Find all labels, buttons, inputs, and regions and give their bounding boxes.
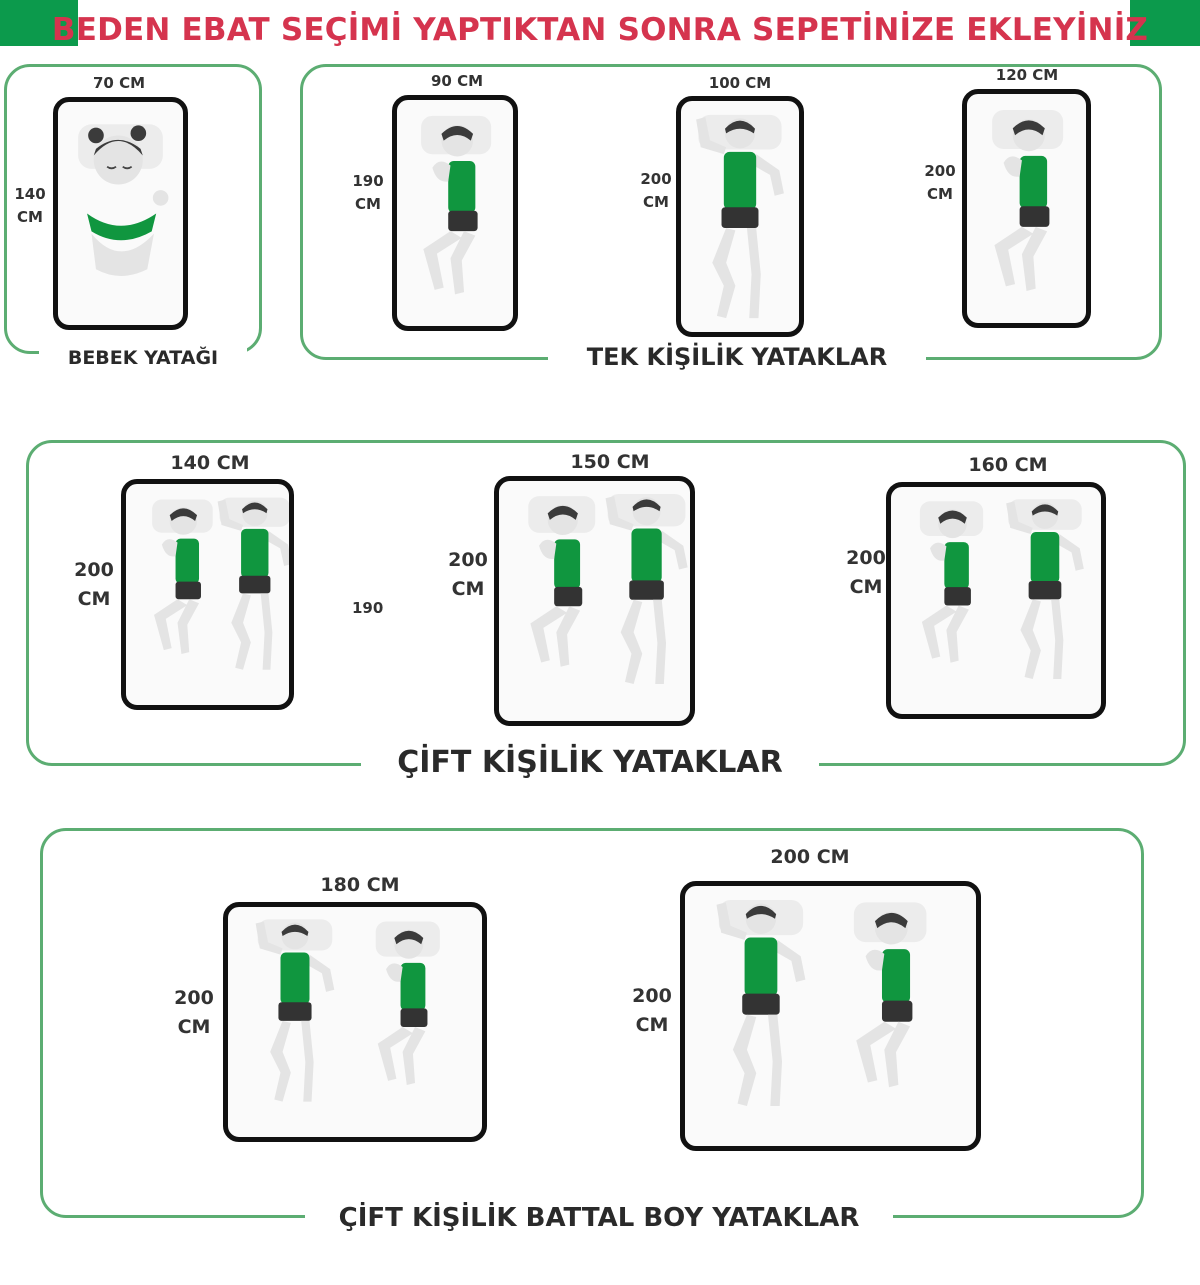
bed-height-value: 200 <box>640 170 672 188</box>
bed-height-label: 190 CM <box>348 170 388 217</box>
bed-frame <box>886 482 1106 719</box>
bed-height-value: 140 <box>14 185 46 203</box>
sleeper-illustration <box>421 115 492 295</box>
sleeper-illustration <box>696 114 784 319</box>
bed-height-unit: CM <box>177 1016 211 1039</box>
page-headline: BEDEN EBAT SEÇİMİ YAPTIKTAN SONRA SEPETİ… <box>51 12 1149 48</box>
bed-height-unit: CM <box>17 208 43 227</box>
bed-height-value: 190 <box>352 172 384 190</box>
bed-height-label: 200 CM <box>70 556 118 615</box>
bed-frame <box>53 97 188 330</box>
bed-frame <box>676 96 804 337</box>
bed-frame <box>962 89 1091 328</box>
stray-size-label: 190 <box>352 599 384 617</box>
left-accent-bar <box>0 0 78 46</box>
bed-height-label: 200 CM <box>920 160 960 207</box>
bed-height-value: 200 <box>174 987 214 1009</box>
group-single-beds: TEK KİŞİLİK YATAKLAR <box>300 64 1162 371</box>
bed-height-label: 200 CM <box>842 544 890 603</box>
bed-width-label: 150 CM <box>570 451 650 473</box>
bed-width-label: 90 CM <box>430 72 484 90</box>
group-double-beds: ÇİFT KİŞİLİK YATAKLAR <box>26 440 1186 780</box>
bed-frame <box>223 902 487 1142</box>
bed-frame <box>392 95 518 331</box>
bed-height-unit: CM <box>849 576 883 599</box>
group-title-double-beds: ÇİFT KİŞİLİK YATAKLAR <box>361 745 819 780</box>
sleeper-illustration <box>919 499 1084 680</box>
bed-width-label: 100 CM <box>708 74 772 92</box>
right-accent-bar <box>1130 0 1200 46</box>
bed-height-label: 200 CM <box>444 546 492 605</box>
bed-width-label: 160 CM <box>968 454 1048 476</box>
sleeper-illustration <box>716 900 927 1106</box>
bed-height-label: 140 CM <box>10 183 50 230</box>
sleeper-illustration <box>78 124 169 276</box>
sleeper-illustration <box>152 497 289 670</box>
bed-height-unit: CM <box>635 1014 669 1037</box>
sleeper-illustration <box>255 919 440 1102</box>
bed-height-value: 200 <box>924 162 956 180</box>
bed-height-unit: CM <box>927 185 953 204</box>
group-title-baby-bed: BEBEK YATAĞI <box>39 347 247 369</box>
bed-height-value: 200 <box>632 985 672 1007</box>
bed-width-label: 140 CM <box>170 452 250 474</box>
bed-height-label: 200 CM <box>628 982 676 1041</box>
bed-height-unit: CM <box>643 193 669 212</box>
bed-height-label: 200 CM <box>636 168 676 215</box>
group-title-king-beds: ÇİFT KİŞİLİK BATTAL BOY YATAKLAR <box>305 1203 893 1233</box>
group-title-single-beds: TEK KİŞİLİK YATAKLAR <box>548 343 926 371</box>
bed-height-label: 200 CM <box>170 984 218 1043</box>
sleeper-illustration <box>992 110 1064 291</box>
bed-frame <box>121 479 294 710</box>
bed-width-label: 120 CM <box>995 66 1059 84</box>
bed-height-unit: CM <box>355 195 381 214</box>
group-baby-bed: BEBEK YATAĞI <box>4 64 262 369</box>
sleeper-illustration <box>528 493 688 685</box>
bed-height-unit: CM <box>451 578 485 601</box>
bed-frame <box>494 476 695 726</box>
group-king-beds: ÇİFT KİŞİLİK BATTAL BOY YATAKLAR <box>40 828 1144 1233</box>
bed-width-label: 200 CM <box>770 846 850 868</box>
bed-frame <box>680 881 981 1151</box>
bed-width-label: 70 CM <box>92 74 146 92</box>
bed-height-unit: CM <box>77 588 111 611</box>
bed-height-value: 200 <box>846 547 886 569</box>
bed-width-label: 180 CM <box>320 874 400 896</box>
bed-height-value: 200 <box>74 559 114 581</box>
bed-height-value: 200 <box>448 549 488 571</box>
